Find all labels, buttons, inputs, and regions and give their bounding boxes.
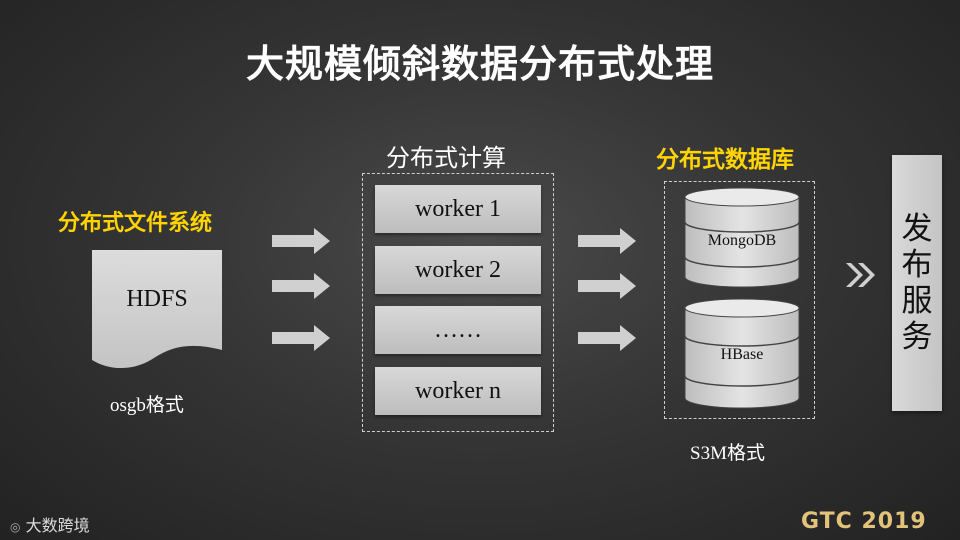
hbase-cylinder: HBase [684, 298, 800, 410]
arrow-right-icon [272, 273, 330, 299]
worker-box: worker 1 [375, 185, 541, 233]
left-logo-text: 大数跨境 [25, 516, 90, 535]
dfs-label: 分布式文件系统 [58, 211, 213, 236]
database-cylinder-icon [684, 298, 800, 409]
worker-box: worker 2 [375, 246, 541, 294]
publish-char: 服 [901, 283, 933, 319]
left-logo: ◎ 大数跨境 [10, 512, 90, 536]
hdfs-label: HDFS [126, 286, 188, 312]
arrow-right-icon [272, 228, 330, 254]
arrow-right-icon [578, 273, 636, 299]
logo-mark-icon: ◎ [10, 520, 21, 534]
mongodb-label: MongoDB [707, 232, 777, 249]
document-shape-icon [92, 250, 222, 369]
osgb-format-label: osgb格式 [110, 395, 184, 416]
hbase-label: HBase [720, 346, 764, 363]
arrow-right-icon [272, 325, 330, 351]
database-group [664, 181, 815, 419]
double-chevron-right-icon [846, 263, 875, 287]
s3m-format-label: S3M格式 [690, 443, 765, 464]
arrow-right-icon [578, 325, 636, 351]
gtc-logo: GTC 2019 [801, 509, 927, 534]
database-cylinder-icon [684, 187, 800, 288]
arrow-right-icon [578, 228, 636, 254]
mongodb-cylinder: MongoDB [684, 187, 800, 289]
publish-char: 布 [901, 247, 933, 283]
hdfs-document: HDFS [92, 250, 222, 372]
worker-box: …… [375, 306, 541, 354]
publish-service-box: 发 布 服 务 [892, 155, 942, 411]
compute-group [362, 173, 554, 432]
publish-char: 务 [901, 319, 933, 355]
compute-label: 分布式计算 [386, 144, 506, 172]
worker-box: worker n [375, 367, 541, 415]
publish-char: 发 [901, 211, 933, 247]
slide-title: 大规模倾斜数据分布式处理 [245, 42, 714, 86]
database-label: 分布式数据库 [656, 147, 794, 173]
